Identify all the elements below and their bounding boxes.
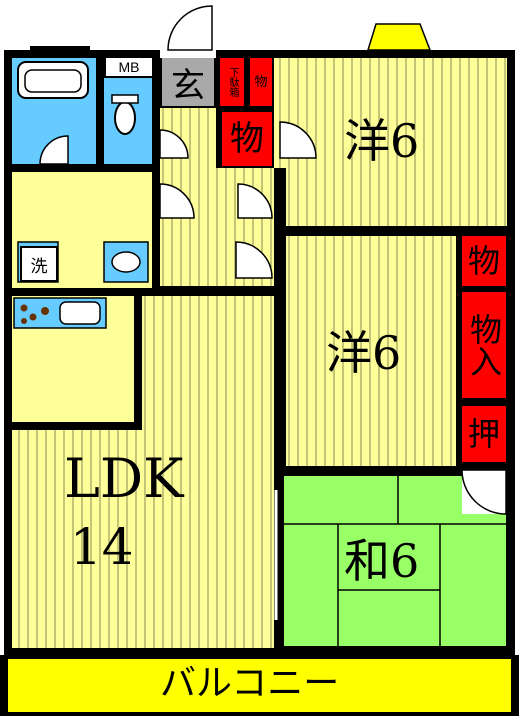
storage-west2-b: 物入 xyxy=(462,292,506,398)
ldk-floor xyxy=(12,296,274,648)
stove-burner xyxy=(21,318,27,324)
meter-box: MB xyxy=(104,56,154,78)
storage-hall: 物 xyxy=(222,112,272,166)
balcony-label: バルコニー xyxy=(160,663,340,704)
shoe-box: 下駄箱 xyxy=(220,58,244,106)
western-room-1-label: 洋6 xyxy=(344,114,420,168)
tatami-room-label: 和6 xyxy=(344,534,420,588)
window-bay xyxy=(366,23,432,51)
western-room-1-floor xyxy=(286,58,507,226)
stove-burner xyxy=(20,304,28,312)
stove-burner xyxy=(29,313,37,321)
storage-west2-a: 物 xyxy=(462,236,506,286)
balcony-floor xyxy=(8,659,511,712)
stove-burner xyxy=(41,307,49,315)
toilet xyxy=(114,101,136,135)
western-room-2-label: 洋6 xyxy=(326,326,402,380)
sink xyxy=(59,301,101,325)
bathtub xyxy=(17,61,89,99)
ldk-label: LDK xyxy=(64,447,184,510)
storage-small: 物 xyxy=(250,58,272,106)
entrance-floor: 玄 xyxy=(162,58,214,106)
washer-label: 洗 xyxy=(20,246,58,282)
ldk-size-label: 14 xyxy=(70,518,134,576)
entrance-door xyxy=(167,5,213,51)
closet: 押 xyxy=(462,406,506,462)
western-room-2-floor xyxy=(286,236,456,466)
